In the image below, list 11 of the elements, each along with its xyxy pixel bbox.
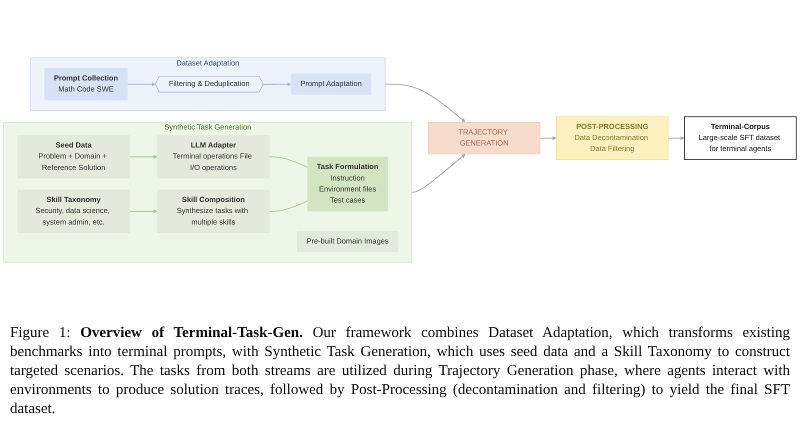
- arrow: [262, 82, 292, 86]
- figure-caption: Figure 1: Overview of Terminal-Task-Gen. Our framework combines Dataset Adaptation, which transforms existing benchmarks into terminal prompts, with Synthetic Task Generation, which uses seed data and a Skill Taxonomy to construct targeted scenarios. The tasks from both streams are utilized during Trajectory Generation phase, where agents interact with environments to produce solution traces, followed by Post-Processing (decontamination and filtering) to yield the final SFT dataset.: [10, 324, 790, 419]
- arrow: [129, 209, 158, 214]
- arrow: [126, 82, 156, 86]
- arrow: [129, 154, 158, 159]
- connector: [268, 200, 308, 212]
- arrow: [668, 136, 685, 140]
- arrow: [384, 84, 466, 122]
- arrow: [540, 136, 557, 140]
- connector: [268, 156, 308, 168]
- arrow: [411, 154, 466, 193]
